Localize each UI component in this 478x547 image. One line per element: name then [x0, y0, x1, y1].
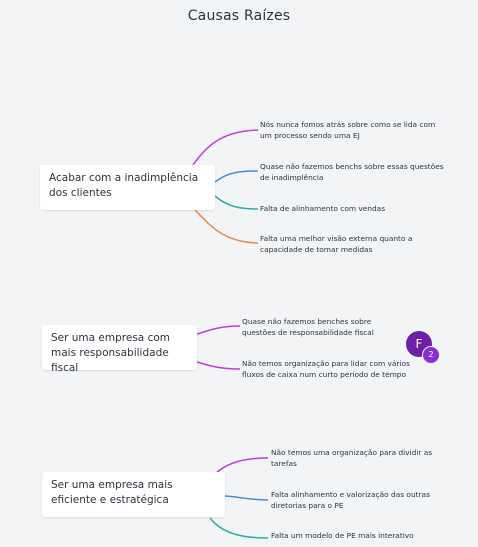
subtopic-node[interactable]: Não temos organização para lidar com vár…: [242, 359, 417, 380]
subtopic-label: Não temos organização para lidar com vár…: [242, 359, 410, 379]
subtopic-node[interactable]: Quase não fazemos benchs sobre essas que…: [260, 162, 450, 183]
connector-line: [196, 325, 241, 335]
subtopic-label: Quase não fazemos benches sobre questões…: [242, 317, 374, 337]
topic-node-label: Ser uma empresa mais eficiente e estraté…: [51, 479, 173, 506]
connector-line: [194, 209, 259, 244]
subtopic-node[interactable]: Falta um modelo de PE mais interativo: [271, 531, 446, 542]
topic-node-label: Ser uma empresa com mais responsabilidad…: [51, 332, 171, 374]
avatar-initial: F: [415, 337, 423, 351]
subtopic-node[interactable]: Falta uma melhor visão externa quanto a …: [260, 234, 430, 255]
topic-node[interactable]: Ser uma empresa com mais responsabilidad…: [42, 325, 197, 374]
subtopic-label: Não temos uma organização para dividir a…: [271, 448, 433, 468]
connector-line: [216, 457, 269, 473]
topic-node[interactable]: Acabar com a inadimplência dos clientes: [40, 165, 215, 210]
collaborator-count: 2: [428, 350, 434, 359]
subtopic-node[interactable]: Falta alinhamento e valorização das outr…: [271, 490, 446, 511]
subtopic-label: Falta uma melhor visão externa quanto a …: [260, 234, 413, 254]
subtopic-label: Falta um modelo de PE mais interativo: [271, 531, 414, 540]
topic-node[interactable]: Ser uma empresa mais eficiente e estraté…: [42, 472, 225, 517]
subtopic-node[interactable]: Não temos uma organização para dividir a…: [271, 448, 446, 469]
connector-line: [209, 517, 269, 539]
subtopic-node[interactable]: Quase não fazemos benches sobre questões…: [242, 317, 402, 338]
topic-node-label: Acabar com a inadimplência dos clientes: [49, 172, 199, 199]
connector-line: [214, 170, 259, 183]
connector-line: [192, 129, 259, 166]
subtopic-label: Nós nunca fomos atrás sobre como se lida…: [260, 120, 436, 140]
connector-line: [214, 195, 259, 210]
page-title: Causas Raízes: [187, 8, 291, 24]
subtopic-label: Falta de alinhamento com vendas: [260, 204, 386, 213]
connector-line: [196, 361, 241, 370]
subtopic-node[interactable]: Falta de alinhamento com vendas: [260, 204, 445, 215]
subtopic-label: Quase não fazemos benchs sobre essas que…: [260, 162, 444, 182]
subtopic-node[interactable]: Nós nunca fomos atrás sobre como se lida…: [260, 120, 445, 141]
connector-line: [224, 495, 269, 501]
collaborator-count-badge: 2: [422, 346, 440, 364]
subtopic-label: Falta alinhamento e valorização das outr…: [271, 490, 430, 510]
